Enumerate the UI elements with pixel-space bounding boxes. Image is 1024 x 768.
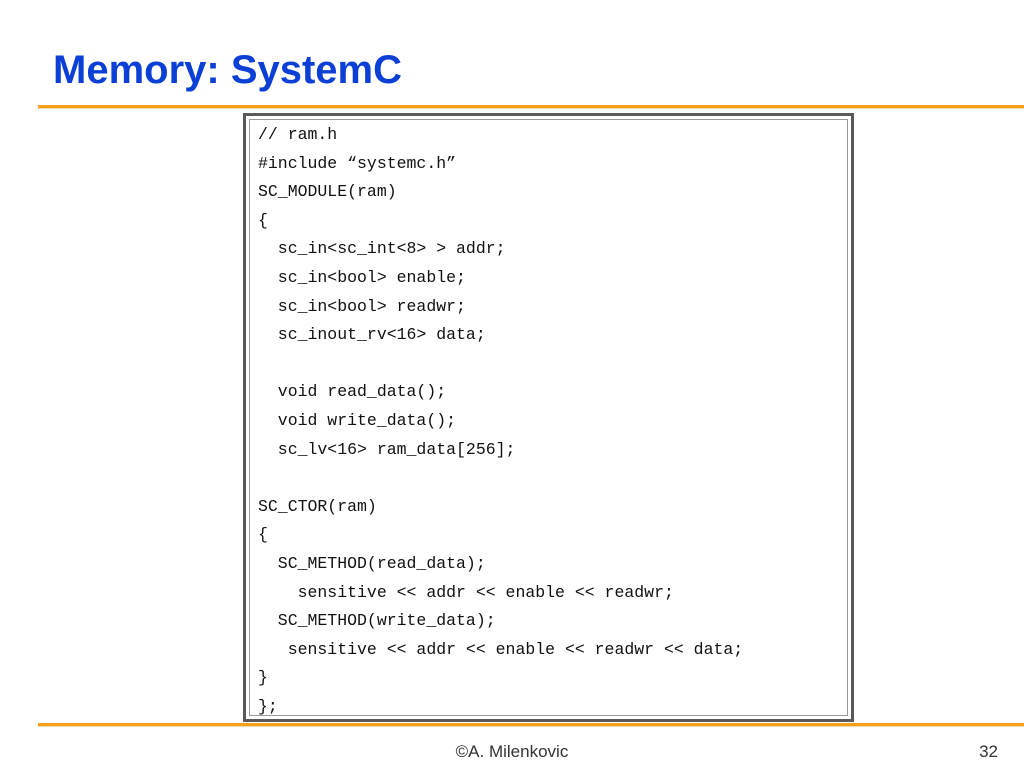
code-line	[258, 350, 743, 379]
code-line: SC_METHOD(read_data);	[258, 553, 486, 573]
code-line: SC_METHOD(write_data);	[258, 611, 496, 631]
page-number: 32	[979, 742, 998, 761]
code-line: sensitive << addr << enable << readwr <<…	[258, 639, 744, 659]
code-line: sc_lv<16> ram_data[256];	[258, 439, 516, 459]
slide-title: Memory: SystemC	[53, 48, 403, 92]
code-line: void read_data();	[258, 382, 447, 402]
code-line: SC_CTOR(ram)	[258, 496, 377, 516]
footer-author: ©A. Milenkovic	[455, 742, 569, 761]
code-line: SC_MODULE(ram)	[258, 182, 397, 202]
code-line: sc_inout_rv<16> data;	[258, 325, 486, 345]
footer-divider	[38, 723, 1024, 726]
code-line: void write_data();	[258, 410, 457, 430]
code-line: #include “systemc.h”	[258, 153, 457, 173]
code-line: sc_in<bool> enable;	[258, 267, 466, 287]
title-divider-shadow	[38, 108, 1024, 109]
code-line: sc_in<sc_int<8> > addr;	[258, 239, 506, 259]
code-line: sc_in<bool> readwr;	[258, 296, 466, 316]
code-line: {	[258, 525, 268, 545]
code-lines: // ram.h #include “systemc.h” SC_MODULE(ra…	[258, 121, 743, 721]
code-line: }	[258, 668, 268, 688]
footer-divider-shadow	[38, 726, 1024, 727]
code-listing: // ram.h #include “systemc.h” SC_MODULE(ra…	[243, 113, 854, 722]
code-line: {	[258, 210, 268, 230]
code-line: };	[258, 696, 278, 716]
code-line: // ram.h	[258, 125, 338, 144]
code-line	[258, 464, 743, 493]
code-line: sensitive << addr << enable << readwr;	[258, 582, 674, 602]
title-divider	[38, 105, 1024, 108]
